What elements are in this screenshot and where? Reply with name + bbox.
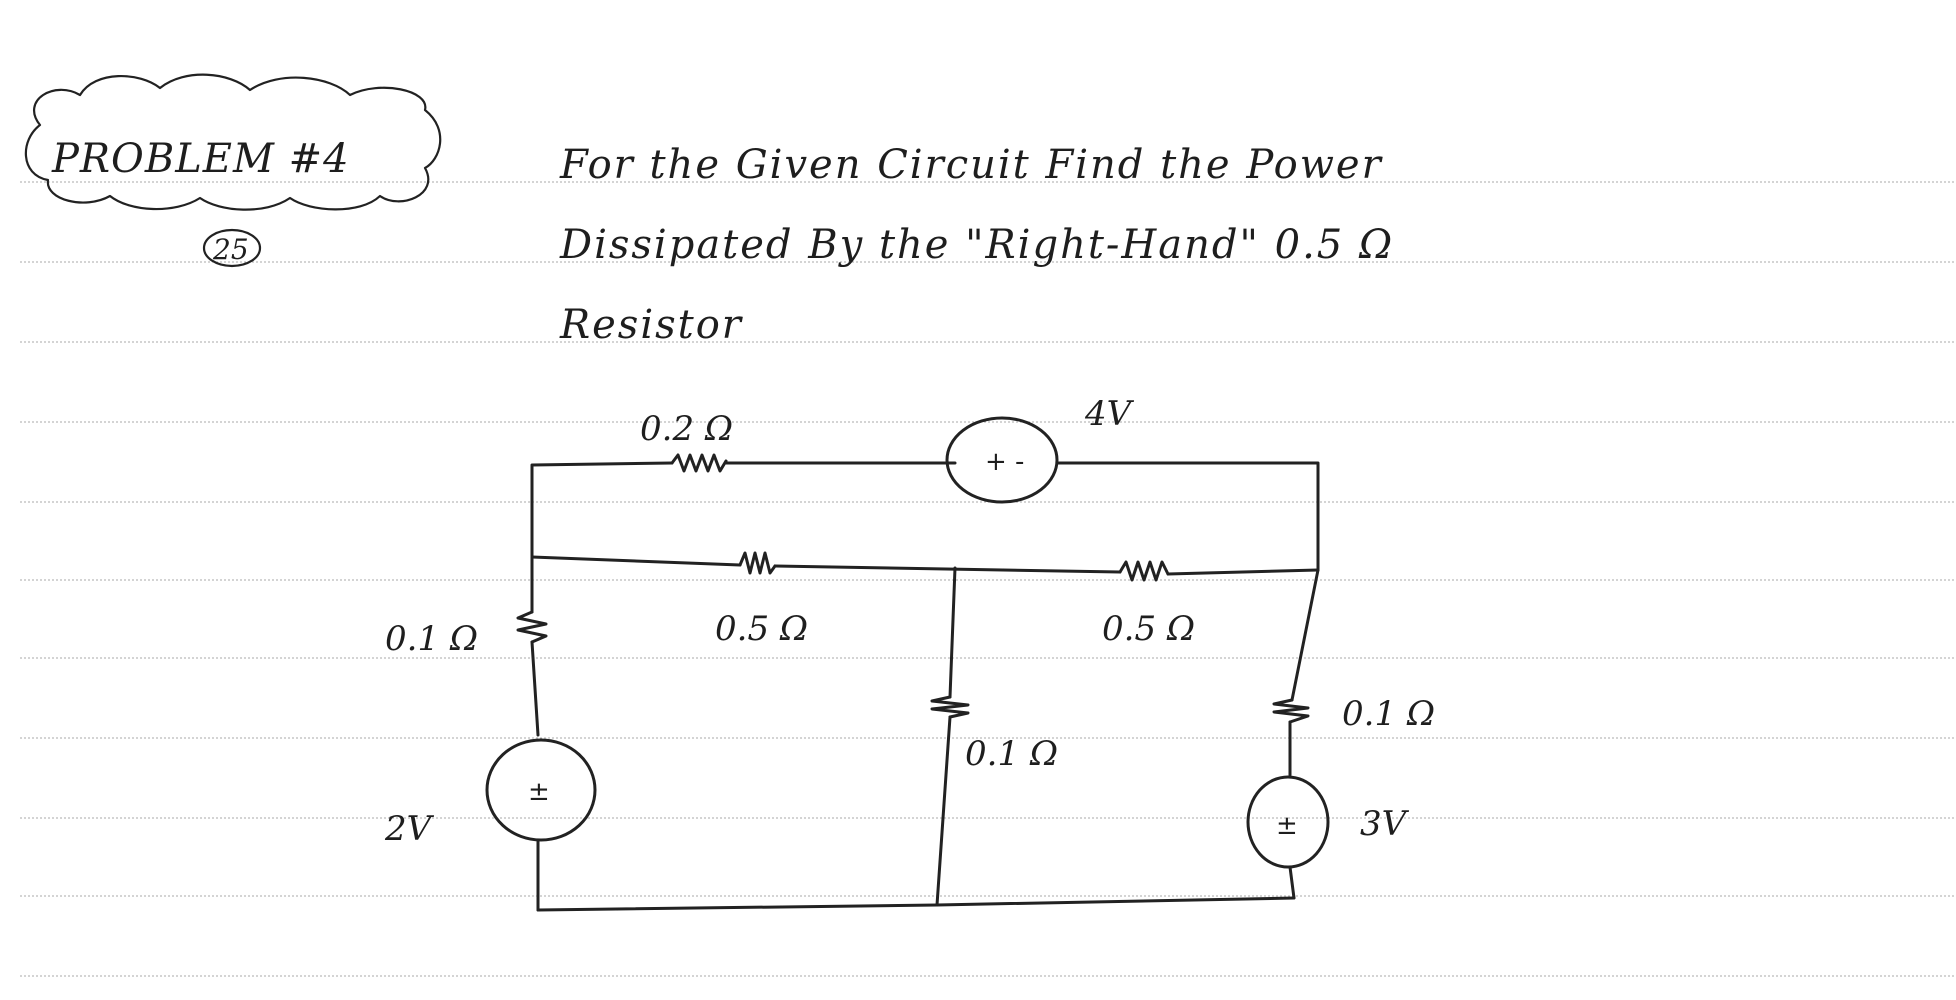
wire-mid-center — [773, 564, 1122, 574]
problem-label: PROBLEM #4 — [51, 136, 350, 182]
problem-header: PROBLEM #4 25 — [24, 73, 442, 268]
source-left-polarity: ± — [528, 777, 550, 807]
statement-line-2: Dissipated By the "Right-Hand" 0.5 Ω — [559, 222, 1394, 268]
cloud-outline — [24, 73, 442, 211]
resistor-center — [930, 695, 970, 719]
statement-line-3: Resistor — [559, 302, 744, 348]
resistor-mid-left — [738, 551, 777, 575]
wire-bottom-rail — [536, 896, 1296, 912]
wire-mid-left — [530, 555, 742, 567]
label-source-top: 4V — [1084, 394, 1135, 434]
ruled-lines — [20, 181, 1956, 977]
points-value: 25 — [212, 233, 249, 266]
wire-center-lower — [935, 715, 952, 907]
label-r-center: 0.1 Ω — [965, 734, 1058, 774]
label-r-left: 0.1 Ω — [385, 619, 478, 659]
label-r-right: 0.1 Ω — [1342, 694, 1435, 734]
points-circle — [202, 228, 262, 268]
resistor-mid-right — [1118, 560, 1170, 582]
source-right-3v — [1246, 775, 1330, 869]
resistor-left — [516, 610, 548, 644]
label-r-top: 0.2 Ω — [640, 409, 733, 449]
source-right-polarity: ± — [1276, 811, 1298, 841]
label-r-mid-right: 0.5 Ω — [1102, 609, 1195, 649]
wire-right-bottom — [1288, 865, 1296, 900]
wire-top-right — [1055, 461, 1320, 572]
wire-top-branch — [530, 461, 674, 559]
source-top-polarity: + - — [985, 447, 1024, 477]
wire-right-upper — [1290, 568, 1320, 702]
source-left-2v — [485, 738, 597, 842]
circuit-diagram: + - ± ± 0.2 Ω 4V 0.5 Ω 0.5 Ω 0.1 Ω — [384, 394, 1435, 912]
resistor-right — [1272, 698, 1310, 724]
label-r-mid-left: 0.5 Ω — [715, 609, 808, 649]
label-source-left: 2V — [384, 809, 435, 849]
problem-statement: For the Given Circuit Find the Power Dis… — [559, 142, 1394, 348]
label-source-right: 3V — [1360, 804, 1410, 844]
wire-left-lower — [530, 640, 540, 737]
resistor-top — [670, 453, 728, 473]
source-top-4v — [945, 416, 1059, 504]
wire-center-upper — [948, 566, 957, 699]
wire-mid-right — [1166, 568, 1320, 576]
statement-line-1: For the Given Circuit Find the Power — [559, 142, 1384, 188]
